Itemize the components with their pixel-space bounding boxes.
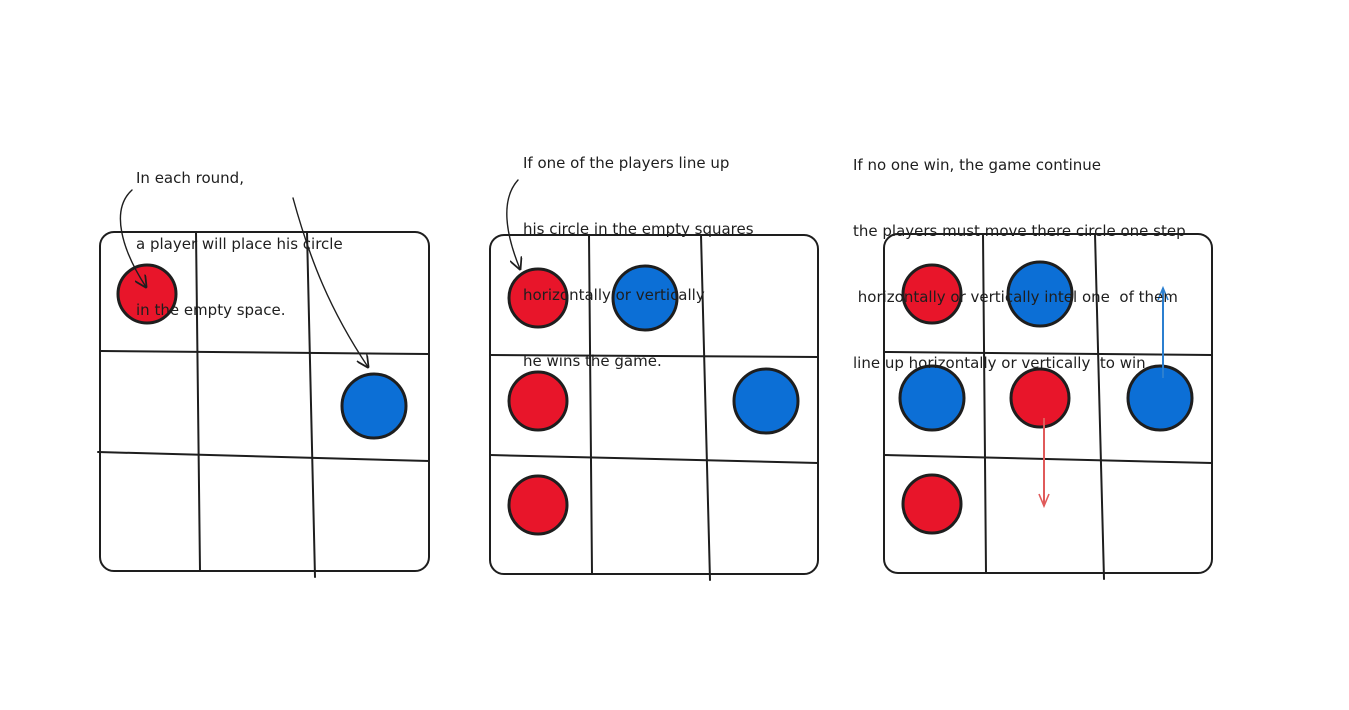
instruction-note-win: If one of the players line up his circle… (523, 108, 754, 394)
red-circle-piece (901, 473, 963, 535)
board-frame (99, 231, 430, 572)
note-line: the players must move there circle one s… (853, 222, 1186, 240)
grid-line (700, 234, 711, 581)
blue-circle-piece (340, 372, 408, 440)
blue-circle-piece (1006, 260, 1074, 328)
grid-line (588, 234, 593, 575)
note-line: a player will place his circle (136, 235, 343, 253)
grid-line (883, 454, 1213, 464)
note-line: he wins the game. (523, 352, 662, 370)
instruction-note-placement: In each round, a player will place his c… (136, 123, 343, 343)
pointer-arrow (292, 197, 368, 367)
grid-line (195, 231, 201, 572)
pointer-arrow (506, 179, 520, 269)
note-line: his circle in the empty squares (523, 220, 754, 238)
board-placement (97, 231, 430, 578)
grid-line (100, 350, 429, 355)
board-movement (883, 233, 1213, 580)
red-circle-piece (1009, 367, 1071, 429)
red-circle-piece (507, 370, 569, 432)
note-line: line up horizontally or vertically to wi… (853, 354, 1146, 372)
pointer-arrow (119, 189, 146, 287)
blue-circle-piece (1126, 364, 1194, 432)
board-win (489, 234, 819, 581)
grid-line (1094, 233, 1105, 580)
red-circle-piece (116, 263, 178, 325)
note-line: horizontally or vertically intel one of … (853, 288, 1178, 306)
grid-line (306, 231, 316, 578)
board-frame (489, 234, 819, 575)
note-line: horizontally or vertically (523, 286, 705, 304)
blue-circle-piece (898, 364, 966, 432)
red-circle-piece (901, 263, 963, 325)
grid-line (883, 351, 1213, 356)
blue-circle-piece (611, 264, 679, 332)
arrowhead-icon (1038, 493, 1050, 509)
note-line: In each round, (136, 169, 244, 187)
note-line: If no one win, the game continue (853, 156, 1102, 174)
blue-circle-piece (732, 367, 800, 435)
red-circle-piece (507, 267, 569, 329)
grid-line (489, 354, 819, 358)
note-line: If one of the players line up (523, 154, 730, 172)
grid-line (97, 451, 430, 462)
instruction-note-movement: If no one win, the game continue the pla… (853, 110, 1186, 396)
grid-line (489, 454, 819, 464)
arrowhead-icon (1157, 285, 1169, 301)
red-circle-piece (507, 474, 569, 536)
note-line: in the empty space. (136, 301, 286, 319)
grid-line (982, 233, 987, 574)
